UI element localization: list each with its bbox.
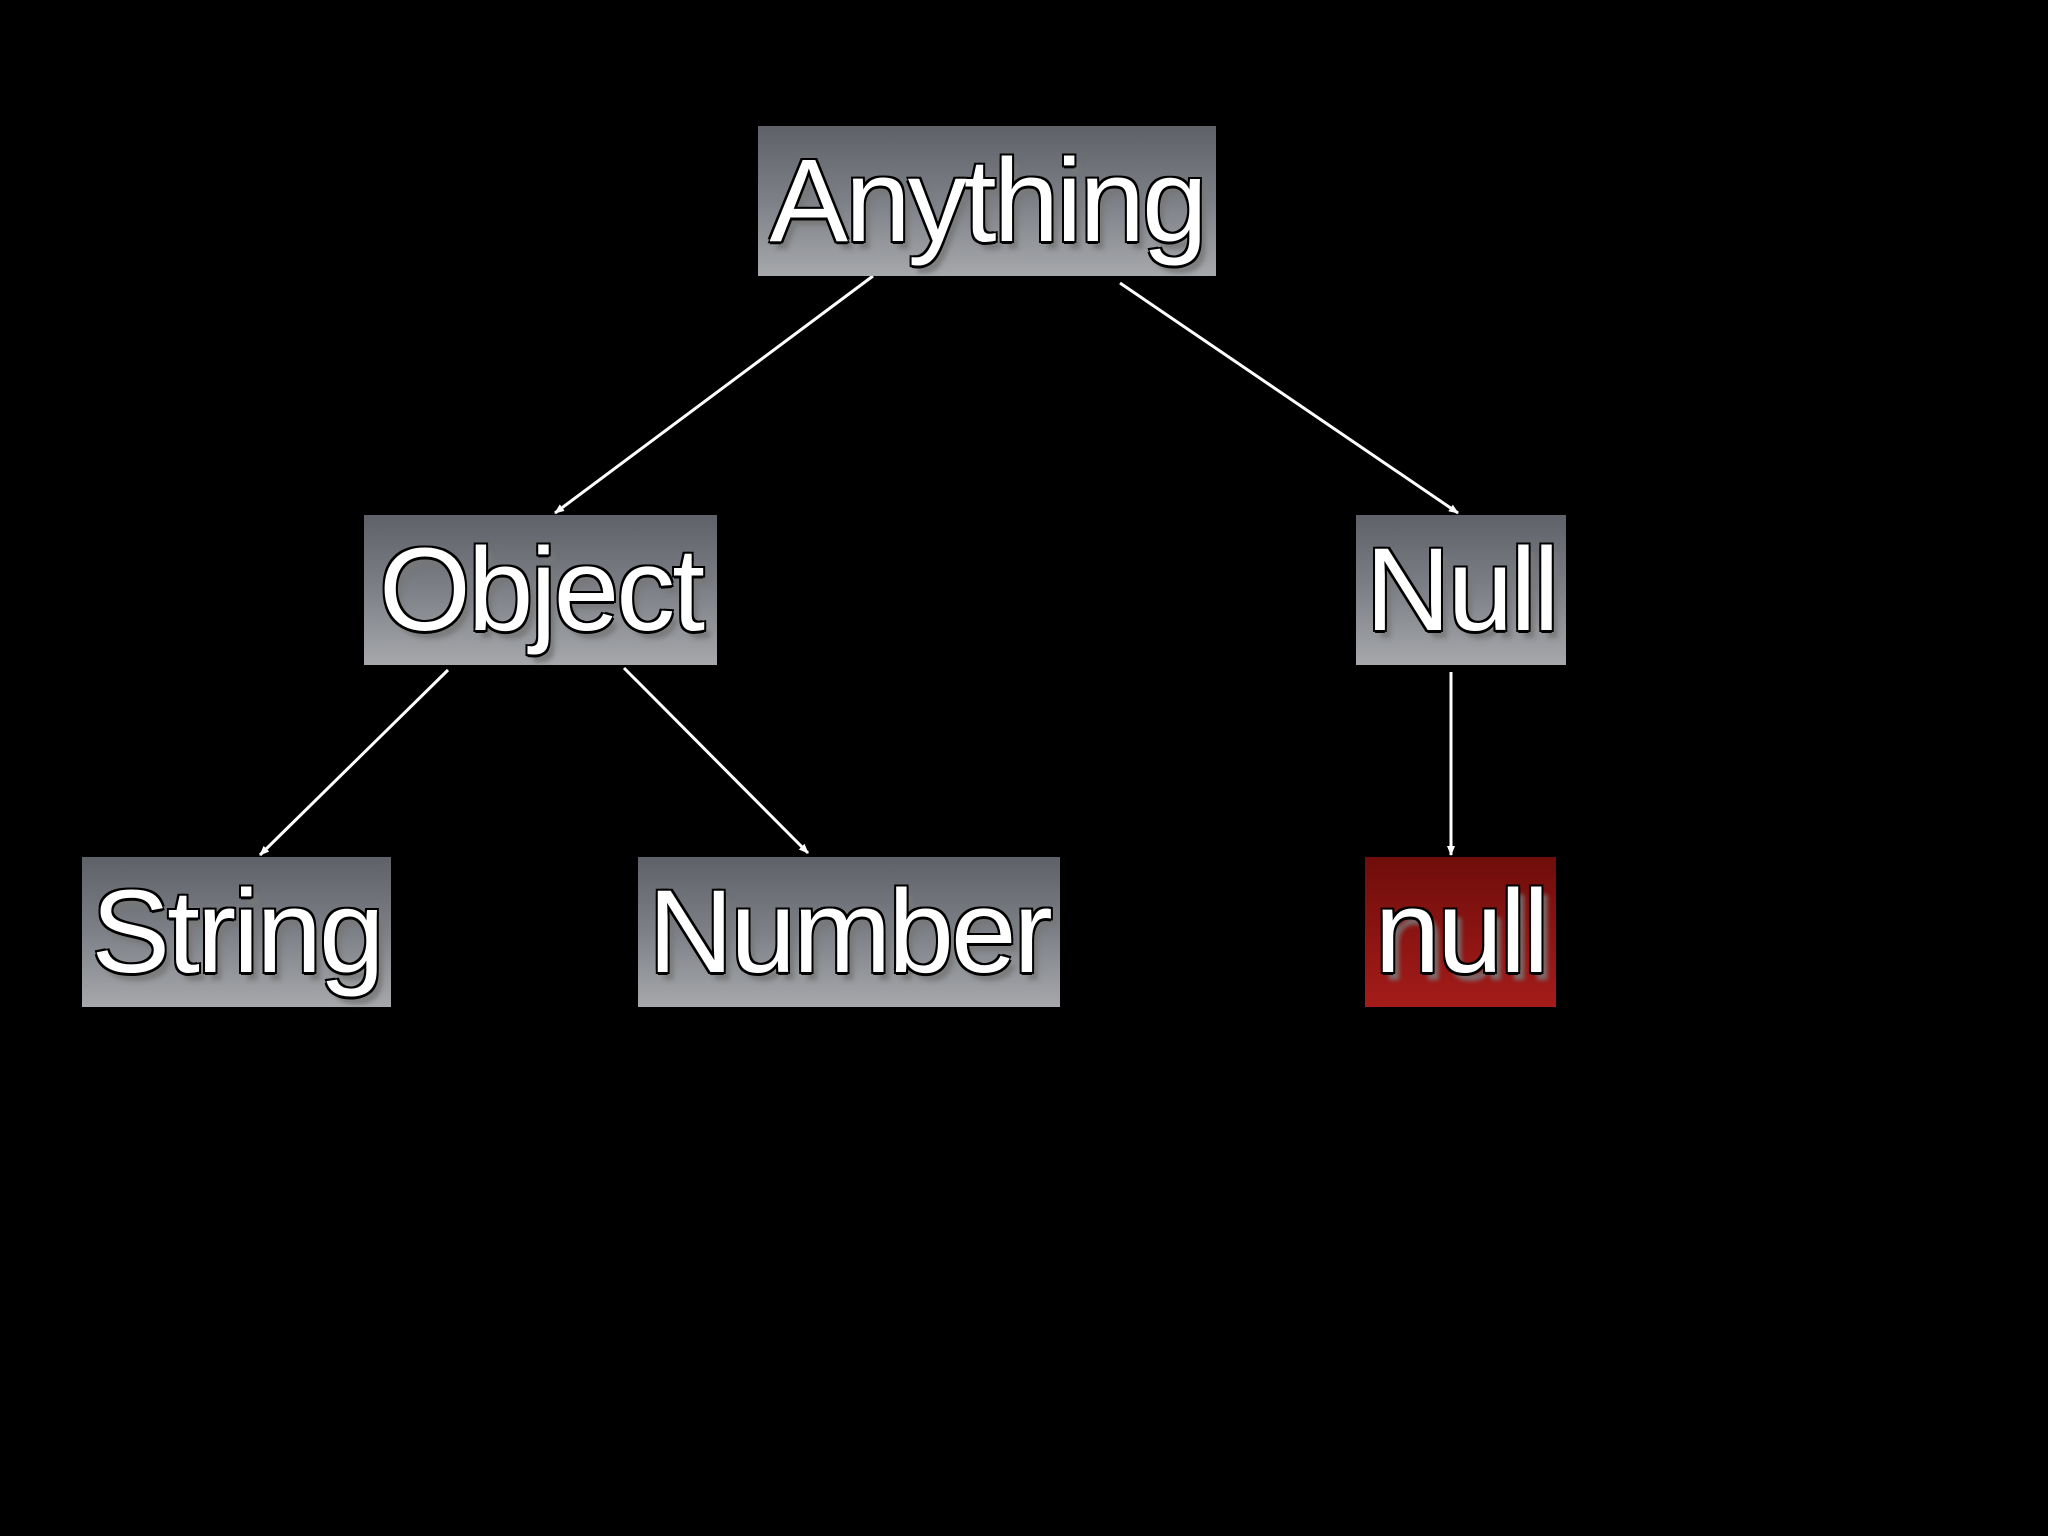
node-null-value: null [1365, 857, 1556, 1007]
node-string-label: String [91, 866, 384, 998]
node-string: String [82, 857, 391, 1007]
node-null-type: Null [1356, 515, 1566, 665]
node-number: Number [638, 857, 1060, 1007]
edge-anything-to-null [1119, 281, 1459, 515]
node-anything: Anything [758, 126, 1216, 276]
node-null-value-label: null [1374, 866, 1550, 998]
node-object-label: Object [378, 524, 705, 656]
node-null-type-label: Null [1365, 524, 1559, 656]
edge-object-to-number [622, 666, 810, 855]
edge-anything-to-object [554, 274, 874, 515]
node-anything-label: Anything [769, 135, 1207, 267]
node-object: Object [364, 515, 717, 665]
node-number-label: Number [648, 866, 1053, 998]
edge-object-to-string [258, 668, 450, 857]
